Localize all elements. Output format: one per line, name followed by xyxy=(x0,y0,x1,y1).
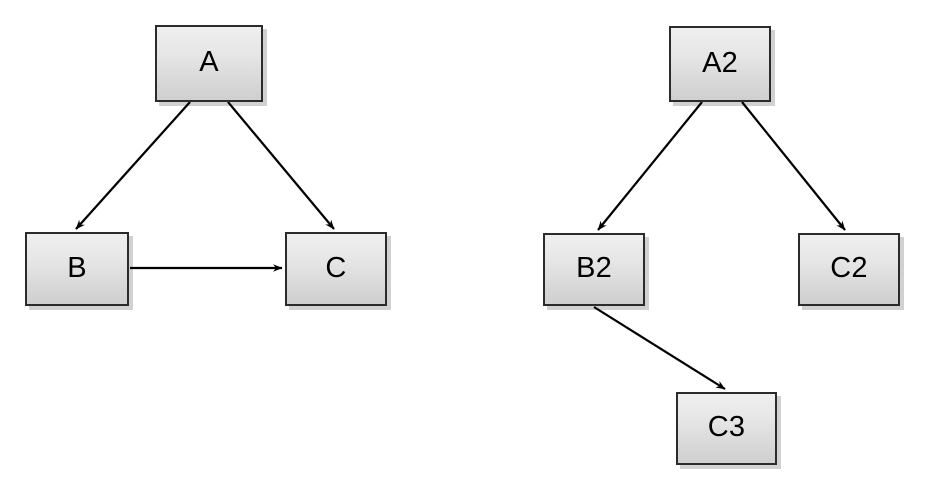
node-label-c2: C2 xyxy=(830,252,868,284)
node-label-a: A xyxy=(199,46,219,78)
node-label-a2: A2 xyxy=(702,46,738,79)
node-label-b: B xyxy=(67,251,87,284)
node-label-c: C xyxy=(325,251,347,284)
node-c2[interactable]: C2 xyxy=(798,233,900,306)
node-a2[interactable]: A2 xyxy=(669,26,771,102)
node-b2[interactable]: B2 xyxy=(543,233,645,306)
edge-b2-to-c3 xyxy=(593,306,726,390)
node-c[interactable]: C xyxy=(285,232,387,306)
node-a[interactable]: A xyxy=(155,25,263,102)
edge-a2-to-c2 xyxy=(741,101,846,231)
node-label-b2: B2 xyxy=(576,252,612,284)
edge-a-to-b xyxy=(75,101,191,230)
node-label-c3: C3 xyxy=(707,411,746,443)
node-b[interactable]: B xyxy=(25,232,129,306)
edges-group xyxy=(75,101,846,390)
edge-a2-to-b2 xyxy=(597,101,703,231)
edge-a-to-c xyxy=(227,101,335,230)
node-c3[interactable]: C3 xyxy=(676,392,777,465)
